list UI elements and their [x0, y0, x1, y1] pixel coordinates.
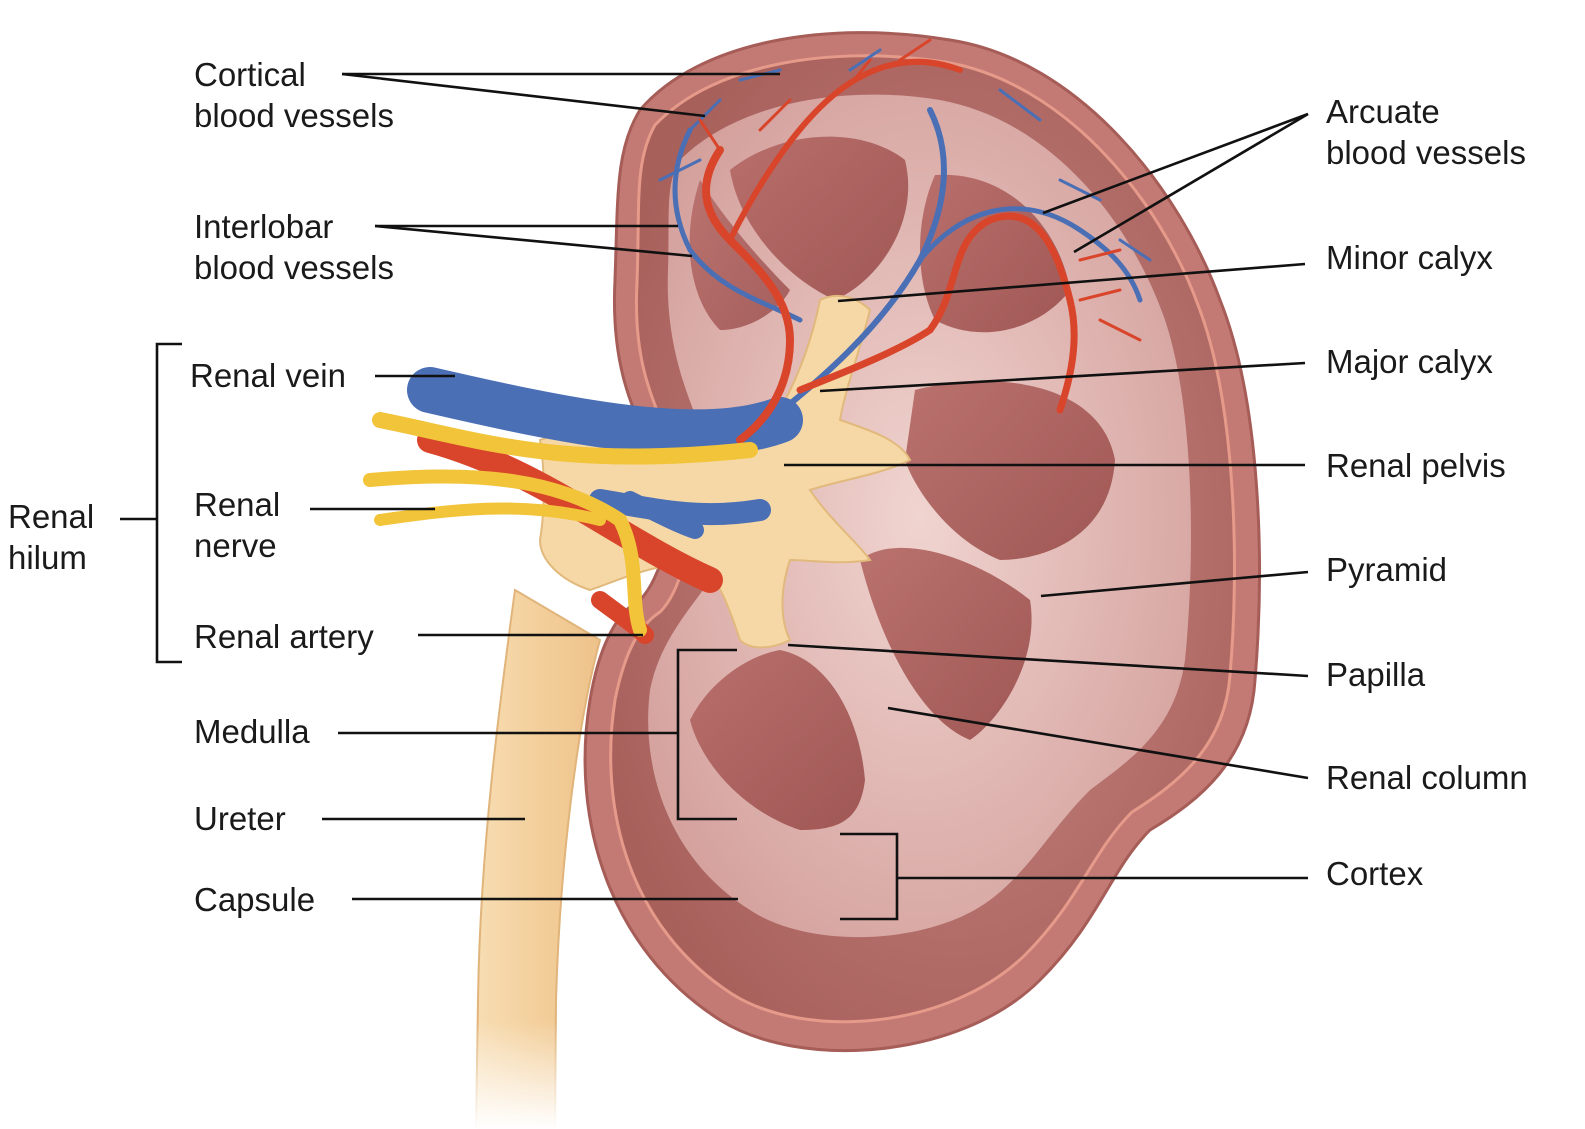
label-line: hilum — [8, 539, 87, 576]
label-cortex: Cortex — [1326, 853, 1423, 894]
leader-lines — [120, 72, 1309, 921]
label-line: Renal pelvis — [1326, 447, 1506, 484]
ureter-shape — [460, 588, 602, 1129]
label-line: nerve — [194, 527, 277, 564]
label-line: blood vessels — [194, 249, 394, 286]
label-line: Renal artery — [194, 618, 374, 655]
label-interlobar-blood-vessels: Interlobar blood vessels — [194, 206, 394, 288]
label-renal-pelvis: Renal pelvis — [1326, 445, 1506, 486]
label-minor-calyx: Minor calyx — [1326, 237, 1493, 278]
label-line: blood vessels — [194, 97, 394, 134]
label-line: Renal — [8, 498, 95, 535]
label-capsule: Capsule — [194, 879, 315, 920]
label-line: Pyramid — [1326, 551, 1448, 588]
label-line: Cortical — [194, 56, 306, 93]
label-line: Arcuate — [1326, 93, 1440, 130]
label-ureter: Ureter — [194, 798, 286, 839]
label-renal-column: Renal column — [1326, 757, 1528, 798]
nerve-bundle — [363, 412, 758, 637]
label-line: Renal vein — [190, 357, 346, 394]
label-renal-artery: Renal artery — [194, 616, 374, 657]
label-line: Medulla — [194, 713, 310, 750]
label-line: Papilla — [1326, 656, 1426, 693]
label-cortical-blood-vessels: Cortical blood vessels — [194, 54, 394, 136]
label-renal-vein: Renal vein — [190, 355, 346, 396]
label-line: Renal — [194, 486, 281, 523]
label-major-calyx: Major calyx — [1326, 341, 1493, 382]
label-line: Ureter — [194, 800, 286, 837]
label-line: Capsule — [194, 881, 316, 918]
label-line: Renal column — [1326, 759, 1528, 796]
label-medulla: Medulla — [194, 711, 310, 752]
label-line: Interlobar — [194, 208, 334, 245]
label-papilla: Papilla — [1326, 654, 1425, 695]
label-line: Minor calyx — [1326, 239, 1493, 276]
label-pyramid: Pyramid — [1326, 549, 1447, 590]
label-line: Cortex — [1326, 855, 1424, 892]
label-renal-nerve: Renal nerve — [194, 484, 280, 566]
label-line: Major calyx — [1326, 343, 1493, 380]
label-line: blood vessels — [1326, 134, 1526, 171]
label-arcuate-blood-vessels: Arcuate blood vessels — [1326, 91, 1526, 173]
pyramids — [689, 136, 1115, 830]
label-renal-hilum: Renal hilum — [8, 496, 94, 578]
